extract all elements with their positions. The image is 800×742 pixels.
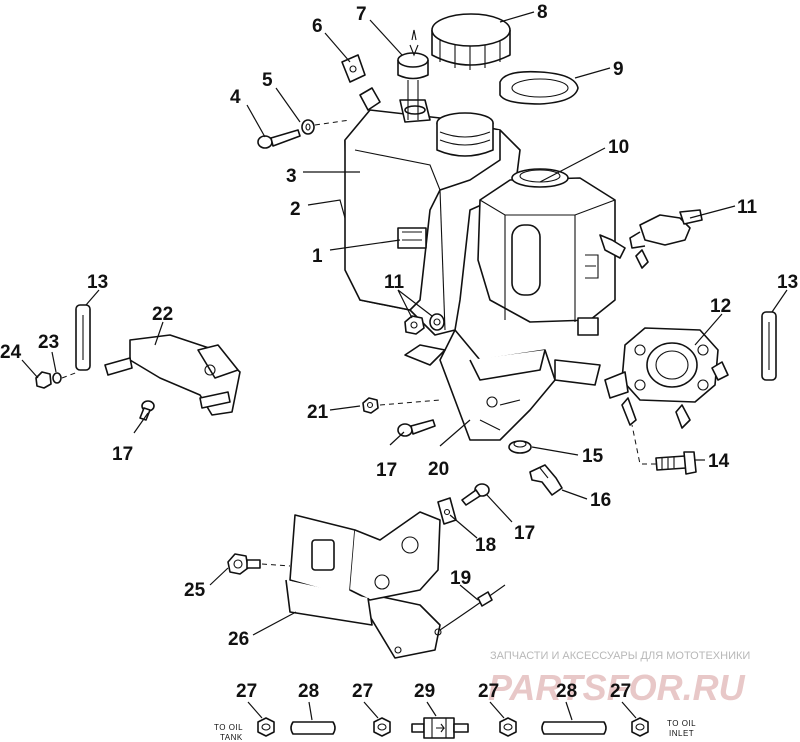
hose-28-a <box>290 721 336 735</box>
callout-6: 6 <box>312 16 323 37</box>
callout-27-b: 27 <box>352 681 373 702</box>
callout-5: 5 <box>262 70 273 91</box>
callout-28-a: 28 <box>298 681 319 702</box>
leader-lines <box>21 11 788 636</box>
callout-21: 21 <box>307 402 329 423</box>
callout-12: 12 <box>710 296 731 317</box>
callout-27-d: 27 <box>610 681 631 702</box>
to-oil-inlet-label-line1: TO OIL <box>667 719 696 728</box>
tank-mount-bracket <box>404 329 601 441</box>
screw-4 <box>257 129 301 149</box>
elbow-fitting-16 <box>529 464 563 496</box>
hose-28-b <box>541 721 607 735</box>
callout-11-right: 11 <box>737 197 758 218</box>
callout-28-b: 28 <box>556 681 577 702</box>
hose-clamp-27-c <box>499 717 517 737</box>
callout-15: 15 <box>582 446 604 467</box>
hose-clamp-27-a <box>257 717 275 737</box>
hose-clamp-27-d <box>631 717 649 737</box>
watermark-subtitle: ЗАПЧАСТИ И АКСЕССУАРЫ ДЛЯ МОТОТЕХНИКИ <box>490 650 750 662</box>
washer-23 <box>52 372 62 384</box>
callout-17-b: 17 <box>514 523 535 544</box>
dipstick <box>397 29 429 120</box>
callout-14: 14 <box>708 451 730 472</box>
callout-29: 29 <box>414 681 435 702</box>
callout-26: 26 <box>228 629 249 650</box>
callout-9: 9 <box>613 59 624 80</box>
callout-27-c: 27 <box>478 681 499 702</box>
callout-8: 8 <box>537 2 548 23</box>
reservoir-tank <box>477 168 626 336</box>
bolt-25 <box>227 553 261 575</box>
screw-17-c <box>139 400 155 421</box>
nut-21 <box>362 397 379 414</box>
callout-23: 23 <box>38 332 59 353</box>
strap-13-left <box>75 304 91 371</box>
callout-11-left: 11 <box>384 272 405 293</box>
callout-18: 18 <box>475 535 496 556</box>
tank-label-plate <box>397 227 427 249</box>
callout-25: 25 <box>184 580 206 601</box>
to-oil-tank-label-line1: TO OIL <box>214 723 243 732</box>
bolt-14 <box>655 451 697 475</box>
nut-24 <box>35 371 52 389</box>
callout-17-c: 17 <box>112 444 133 465</box>
callout-numbers: 1 2 3 4 5 6 7 8 9 10 11 11 12 13 13 14 1… <box>0 2 798 702</box>
filler-cap <box>431 13 511 70</box>
callout-3: 3 <box>286 166 297 187</box>
callout-20: 20 <box>428 459 449 480</box>
callout-19: 19 <box>450 568 471 589</box>
cable-tie-19 <box>439 584 506 631</box>
washer-5 <box>301 119 315 135</box>
callout-4: 4 <box>230 87 241 108</box>
callout-27-a: 27 <box>236 681 257 702</box>
callout-13-left: 13 <box>87 272 108 293</box>
cap-gasket <box>499 70 579 105</box>
screw-17-b <box>461 483 490 506</box>
strap-13-right <box>761 311 777 381</box>
watermark-brand: PARTSFOR.RU <box>488 667 746 708</box>
callout-10: 10 <box>608 137 629 158</box>
mount-plate-26 <box>285 511 442 659</box>
callout-2: 2 <box>290 199 301 220</box>
fuel-valve <box>629 209 703 269</box>
callout-16: 16 <box>590 490 611 511</box>
watermark: ЗАПЧАСТИ И АКСЕССУАРЫ ДЛЯ МОТОТЕХНИКИ PA… <box>488 650 750 708</box>
inline-filter-29 <box>411 717 469 739</box>
callout-13-right: 13 <box>777 272 798 293</box>
fuel-pump <box>604 327 729 429</box>
callout-7: 7 <box>356 4 367 25</box>
tab-bracket-6 <box>341 54 381 111</box>
hose-assembly <box>247 701 649 739</box>
to-oil-inlet-label-line2: INLET <box>669 729 694 738</box>
hose-clamp-27-b <box>373 717 391 737</box>
callout-17-a: 17 <box>376 460 397 481</box>
to-oil-tank-label-line2: TANK <box>220 733 243 742</box>
callout-22: 22 <box>152 304 173 325</box>
screw-17-a <box>397 419 436 437</box>
callout-24: 24 <box>0 342 22 363</box>
bracket-22 <box>104 334 241 416</box>
nut-11-left <box>404 313 445 335</box>
callout-1: 1 <box>312 246 323 267</box>
grommet-15 <box>508 440 532 454</box>
